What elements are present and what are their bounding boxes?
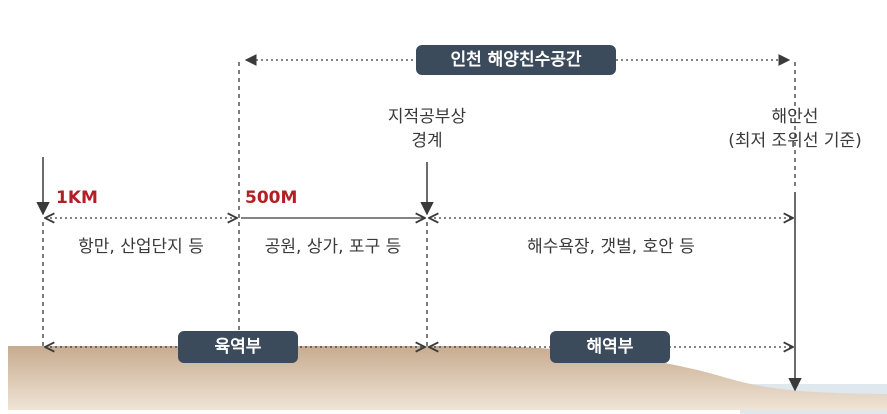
coastline-label-line2: (최저 조위선 기준): [728, 131, 862, 151]
title-badge: 인천 해양친수공간: [416, 45, 616, 75]
land-region-badge: 육역부: [178, 331, 298, 363]
boundary-label-line2: 경계: [411, 131, 443, 151]
zone-label-3: 해수욕장, 갯벌, 호안 등: [527, 237, 695, 257]
distance-label-1km: 1KM: [56, 188, 98, 208]
ground: [8, 346, 887, 410]
zone-label-1: 항만, 산업단지 등: [78, 237, 204, 257]
boundary-label-line1: 지적공부상: [387, 107, 467, 127]
distance-label-500m: 500M: [245, 188, 298, 208]
sea-region-badge: 해역부: [550, 331, 670, 363]
coastline-label-line1: 해안선: [771, 107, 819, 127]
zone-label-2: 공원, 상가, 포구 등: [264, 237, 402, 257]
